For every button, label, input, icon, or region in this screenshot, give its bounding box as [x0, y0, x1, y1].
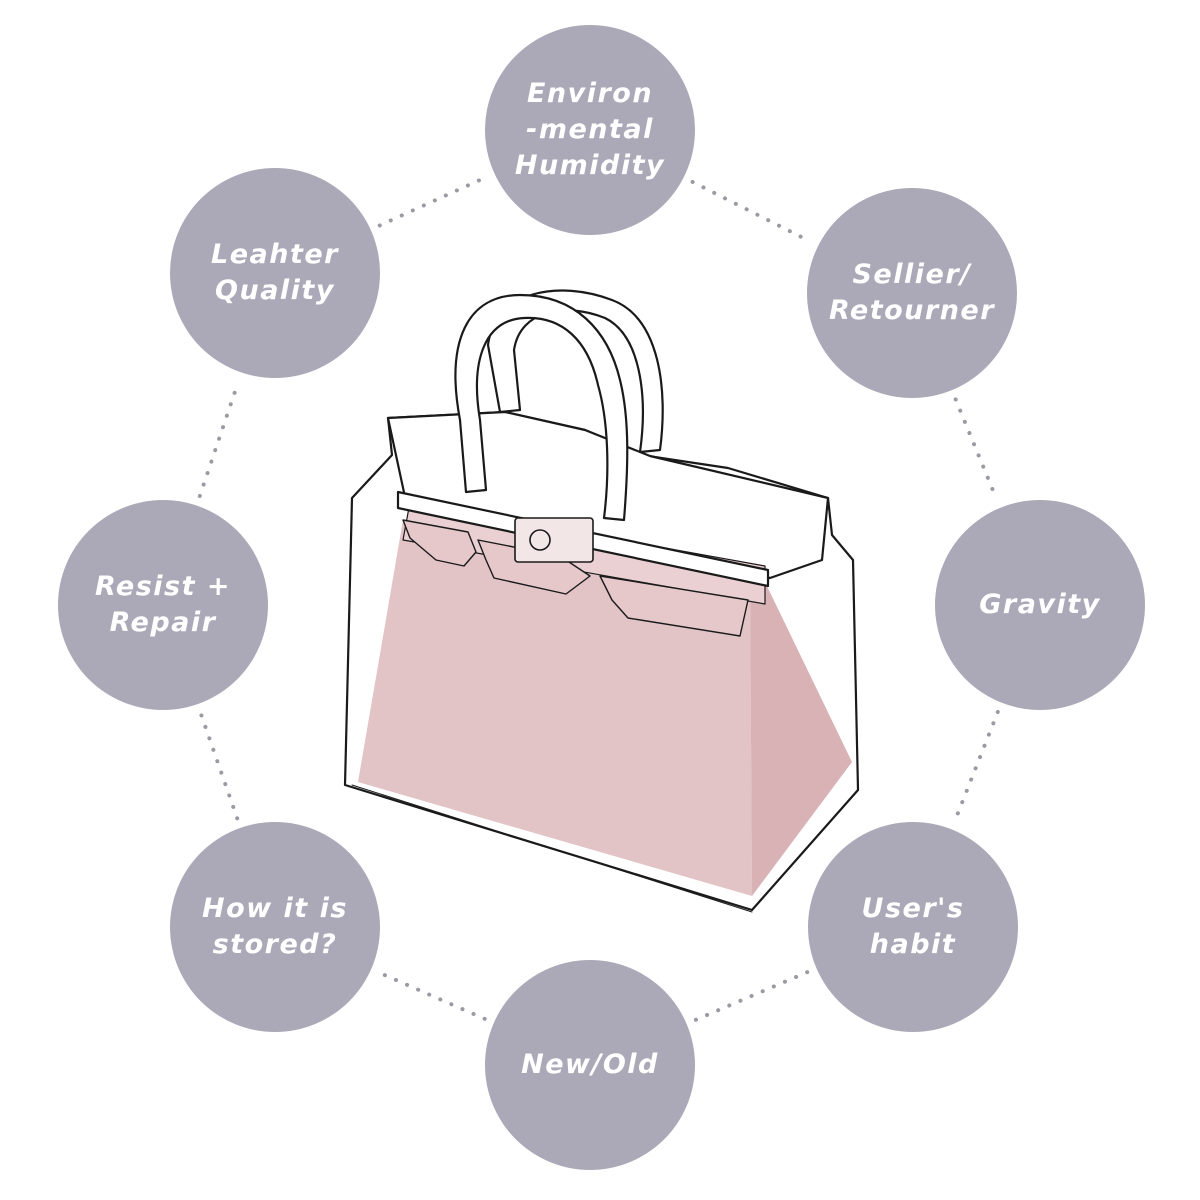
connector-line — [197, 379, 241, 499]
factor-environmental-humidity: Environ -mental Humidity — [485, 25, 695, 235]
factor-how-stored: How it is stored? — [170, 822, 380, 1032]
factor-label: Leahter Quality — [211, 239, 339, 306]
factor-label: Gravity — [979, 589, 1101, 620]
factor-label: User's habit — [861, 893, 965, 960]
factor-sellier-retourner: Sellier/ Retourner — [807, 188, 1017, 398]
bag-lock-ring — [529, 529, 551, 551]
factor-leather-quality: Leahter Quality — [170, 168, 380, 378]
factor-gravity: Gravity — [935, 500, 1145, 710]
factor-label: Resist + Repair — [94, 571, 232, 638]
connector-line — [690, 179, 812, 244]
bag-lock — [514, 517, 594, 563]
bag-side — [750, 582, 852, 896]
factor-label: Environ -mental Humidity — [514, 78, 666, 181]
factor-label: Sellier/ Retourner — [828, 259, 996, 326]
handle-front — [454, 293, 629, 522]
bag-strap-right — [599, 575, 749, 637]
factor-label: How it is stored? — [202, 893, 348, 960]
cover-base-line — [351, 784, 753, 913]
factor-label: New/Old — [521, 1049, 659, 1080]
factor-users-habit: User's habit — [808, 822, 1018, 1032]
factor-new-old: New/Old — [485, 960, 695, 1170]
factor-resist-repair: Resist + Repair — [58, 500, 268, 710]
connector-line — [693, 970, 810, 1022]
bag-strap-left — [402, 519, 477, 567]
connector-line — [378, 971, 487, 1021]
connector-line — [953, 709, 1000, 823]
connector-line — [377, 175, 488, 228]
